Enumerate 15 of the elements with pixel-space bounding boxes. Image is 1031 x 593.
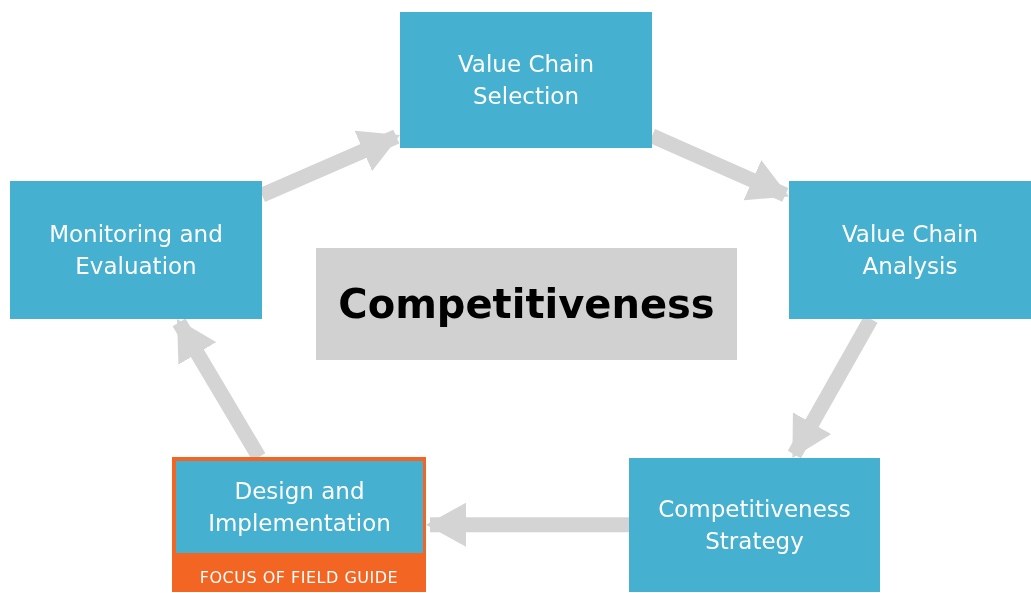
box-label: Value Chain Analysis: [840, 219, 980, 281]
process-box: [629, 458, 880, 592]
highlight-frame: [172, 457, 426, 592]
process-box: [10, 181, 262, 319]
highlight-label: FOCUS OF FIELD GUIDE: [199, 568, 399, 587]
box-label: Competitiveness Strategy: [657, 494, 852, 556]
box-label: Value Chain Selection: [456, 49, 596, 111]
box-label: Monitoring and Evaluation: [48, 219, 224, 281]
center-box: [316, 248, 737, 360]
process-box: [789, 181, 1031, 319]
center-label: Competitiveness: [338, 281, 715, 327]
arrow: [426, 502, 629, 547]
box-label: Design and Implementation: [207, 476, 392, 538]
process-box: [400, 12, 652, 148]
process-box: [176, 461, 423, 553]
